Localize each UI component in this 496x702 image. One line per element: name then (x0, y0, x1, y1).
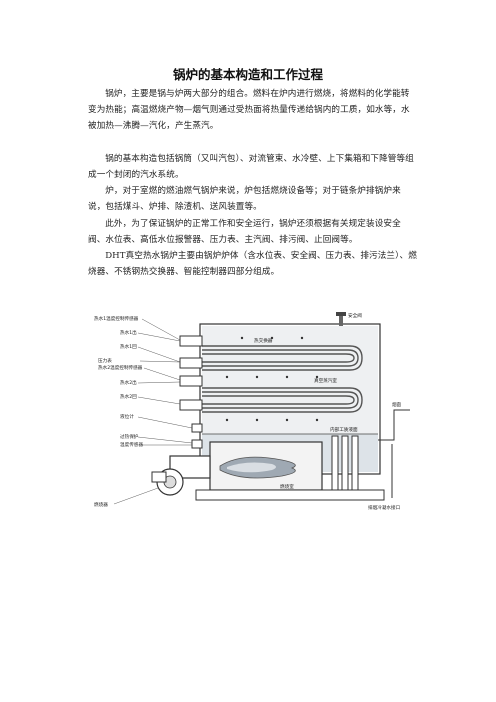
label-safety-valve: 安全阀 (348, 312, 362, 319)
label-flue: 烟囱 (392, 401, 402, 408)
heat-exchanger-1 (202, 345, 363, 371)
label-heat-exchanger: 热交换器 (254, 337, 273, 344)
leader-lines (137, 318, 193, 446)
label-drain: 排烟冷凝水接口 (368, 504, 401, 511)
paragraph-safety: 此外，为了保证锅炉的正常工作和安全运行，锅炉还须根据有关规定装设安全阀、水位表、… (88, 219, 401, 246)
flue-pipe (378, 409, 410, 441)
boiler-diagram: 安全阀 热交换器 真空蒸汽室 内部工质液面 燃烧室 燃烧器 (94, 312, 410, 511)
label-furnace: 燃烧室 (280, 483, 294, 490)
burner (151, 455, 211, 496)
label-left-9: 过热保护 (120, 433, 139, 440)
label-left-3: 热水1回 (120, 343, 137, 350)
connection-blocks (179, 335, 203, 449)
label-vacuum-steam-chamber: 真空蒸汽室 (314, 377, 337, 384)
paragraph-boiler-structure: 锅的基本构造包括锅筒（又叫汽包）、对流管束、水冷壁、上下集箱和下降管等组成一个封… (88, 154, 414, 181)
paragraph-intro: 锅炉，主要是锅与炉两大部分的组合。燃料在炉内进行燃烧，将燃料的化学能转变为热能；… (88, 89, 410, 132)
label-burner: 燃烧器 (94, 501, 108, 508)
label-left-8: 液位计 (120, 413, 134, 420)
page-title: 锅炉的基本构造和工作过程 (172, 67, 323, 82)
heat-exchanger-2 (202, 387, 363, 413)
condensate-droplets (225, 336, 319, 422)
label-left-4: 压力表 (98, 357, 112, 364)
label-left-5: 热水2温度控制传感器 (98, 364, 143, 371)
paragraph-dht: DHT真空热水锅炉主要由锅炉炉体（含水位表、安全阀、压力表、排污法兰）、燃烧器、… (88, 251, 417, 278)
label-internal-medium-water: 内部工质液面 (330, 426, 358, 433)
label-left-2: 热水1出 (120, 329, 137, 336)
boiler-base (195, 489, 385, 501)
label-left-7: 热水2回 (120, 393, 137, 400)
steam-area (202, 326, 378, 434)
label-left-6: 热水2出 (120, 379, 137, 386)
flue-tubes (331, 435, 359, 493)
safety-valve (339, 314, 343, 326)
label-left-10: 温度传感器 (120, 441, 143, 448)
paragraph-furnace: 炉，对于室燃的燃油燃气锅炉来说，炉包括燃烧设备等；对于链条炉排锅炉来说，包括煤斗… (88, 186, 401, 213)
label-left-1: 热水1温度控制传感器 (94, 315, 139, 322)
